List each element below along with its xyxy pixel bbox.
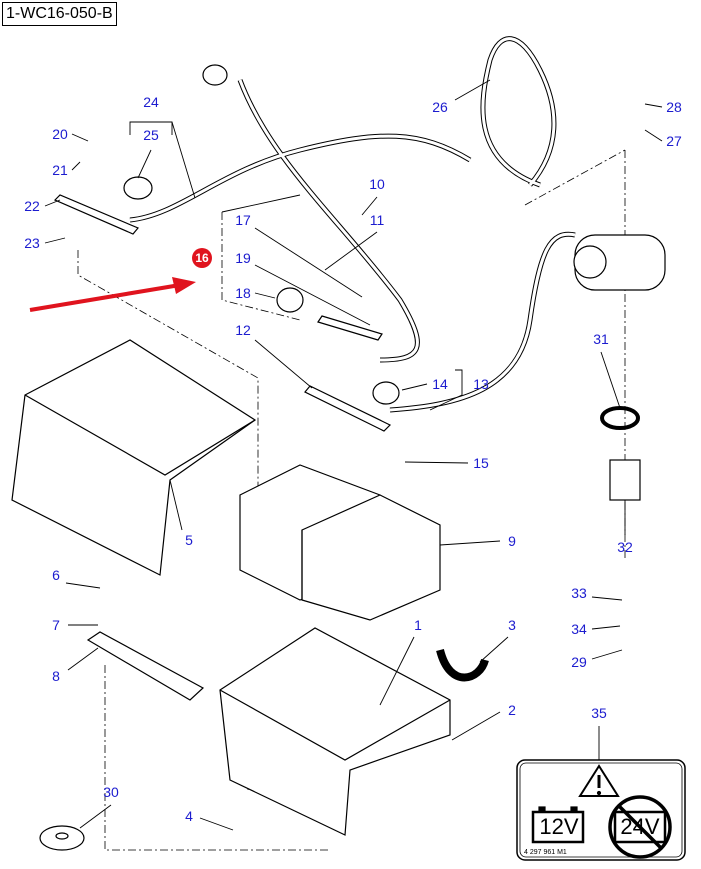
- callout-27: 27: [666, 133, 682, 149]
- callout-12: 12: [235, 322, 251, 338]
- callout-20: 20: [52, 126, 68, 142]
- callout-32: 32: [617, 539, 633, 555]
- callout-33: 33: [571, 585, 587, 601]
- battery-icon: [531, 810, 585, 844]
- highlight-callout-16: 16: [192, 248, 212, 268]
- callout-5: 5: [185, 532, 193, 548]
- callout-14: 14: [432, 376, 448, 392]
- callout-31: 31: [593, 331, 609, 347]
- callout-22: 22: [24, 198, 40, 214]
- callout-26: 26: [432, 99, 448, 115]
- callout-28: 28: [666, 99, 682, 115]
- callout-11: 11: [369, 212, 385, 228]
- diagram-code: 1-WC16-050-B: [2, 2, 117, 26]
- cables: [129, 36, 576, 413]
- callout-19: 19: [235, 250, 251, 266]
- callout-24: 24: [143, 94, 159, 110]
- decal-24v-text: 24V: [620, 814, 660, 839]
- callout-2: 2: [508, 702, 516, 718]
- decal-12v-text: 12V: [539, 814, 579, 839]
- warning-triangle-icon: [578, 764, 620, 797]
- callout-34: 34: [571, 621, 587, 637]
- callout-18: 18: [235, 285, 251, 301]
- leader-lines: [44, 79, 663, 831]
- callout-6: 6: [52, 567, 60, 583]
- callout-30: 30: [103, 784, 119, 800]
- decal-part-code: 4 297 961 M1: [524, 849, 567, 856]
- callout-23: 23: [24, 235, 40, 251]
- callout-9: 9: [508, 533, 516, 549]
- callout-29: 29: [571, 654, 587, 670]
- callout-17: 17: [235, 212, 251, 228]
- callout-8: 8: [52, 668, 60, 684]
- callout-13: 13: [473, 376, 489, 392]
- callout-21: 21: [52, 162, 68, 178]
- cable-highlights: [129, 37, 576, 412]
- callout-7: 7: [52, 617, 60, 633]
- callout-25: 25: [143, 127, 159, 143]
- decal-35: [516, 759, 686, 861]
- callout-4: 4: [185, 808, 193, 824]
- prohibited-icon: [608, 795, 672, 859]
- callout-3: 3: [508, 617, 516, 633]
- callout-35: 35: [591, 705, 607, 721]
- callout-1: 1: [414, 617, 422, 633]
- callout-10: 10: [369, 176, 385, 192]
- red-arrow: [29, 277, 196, 312]
- callout-15: 15: [473, 455, 489, 471]
